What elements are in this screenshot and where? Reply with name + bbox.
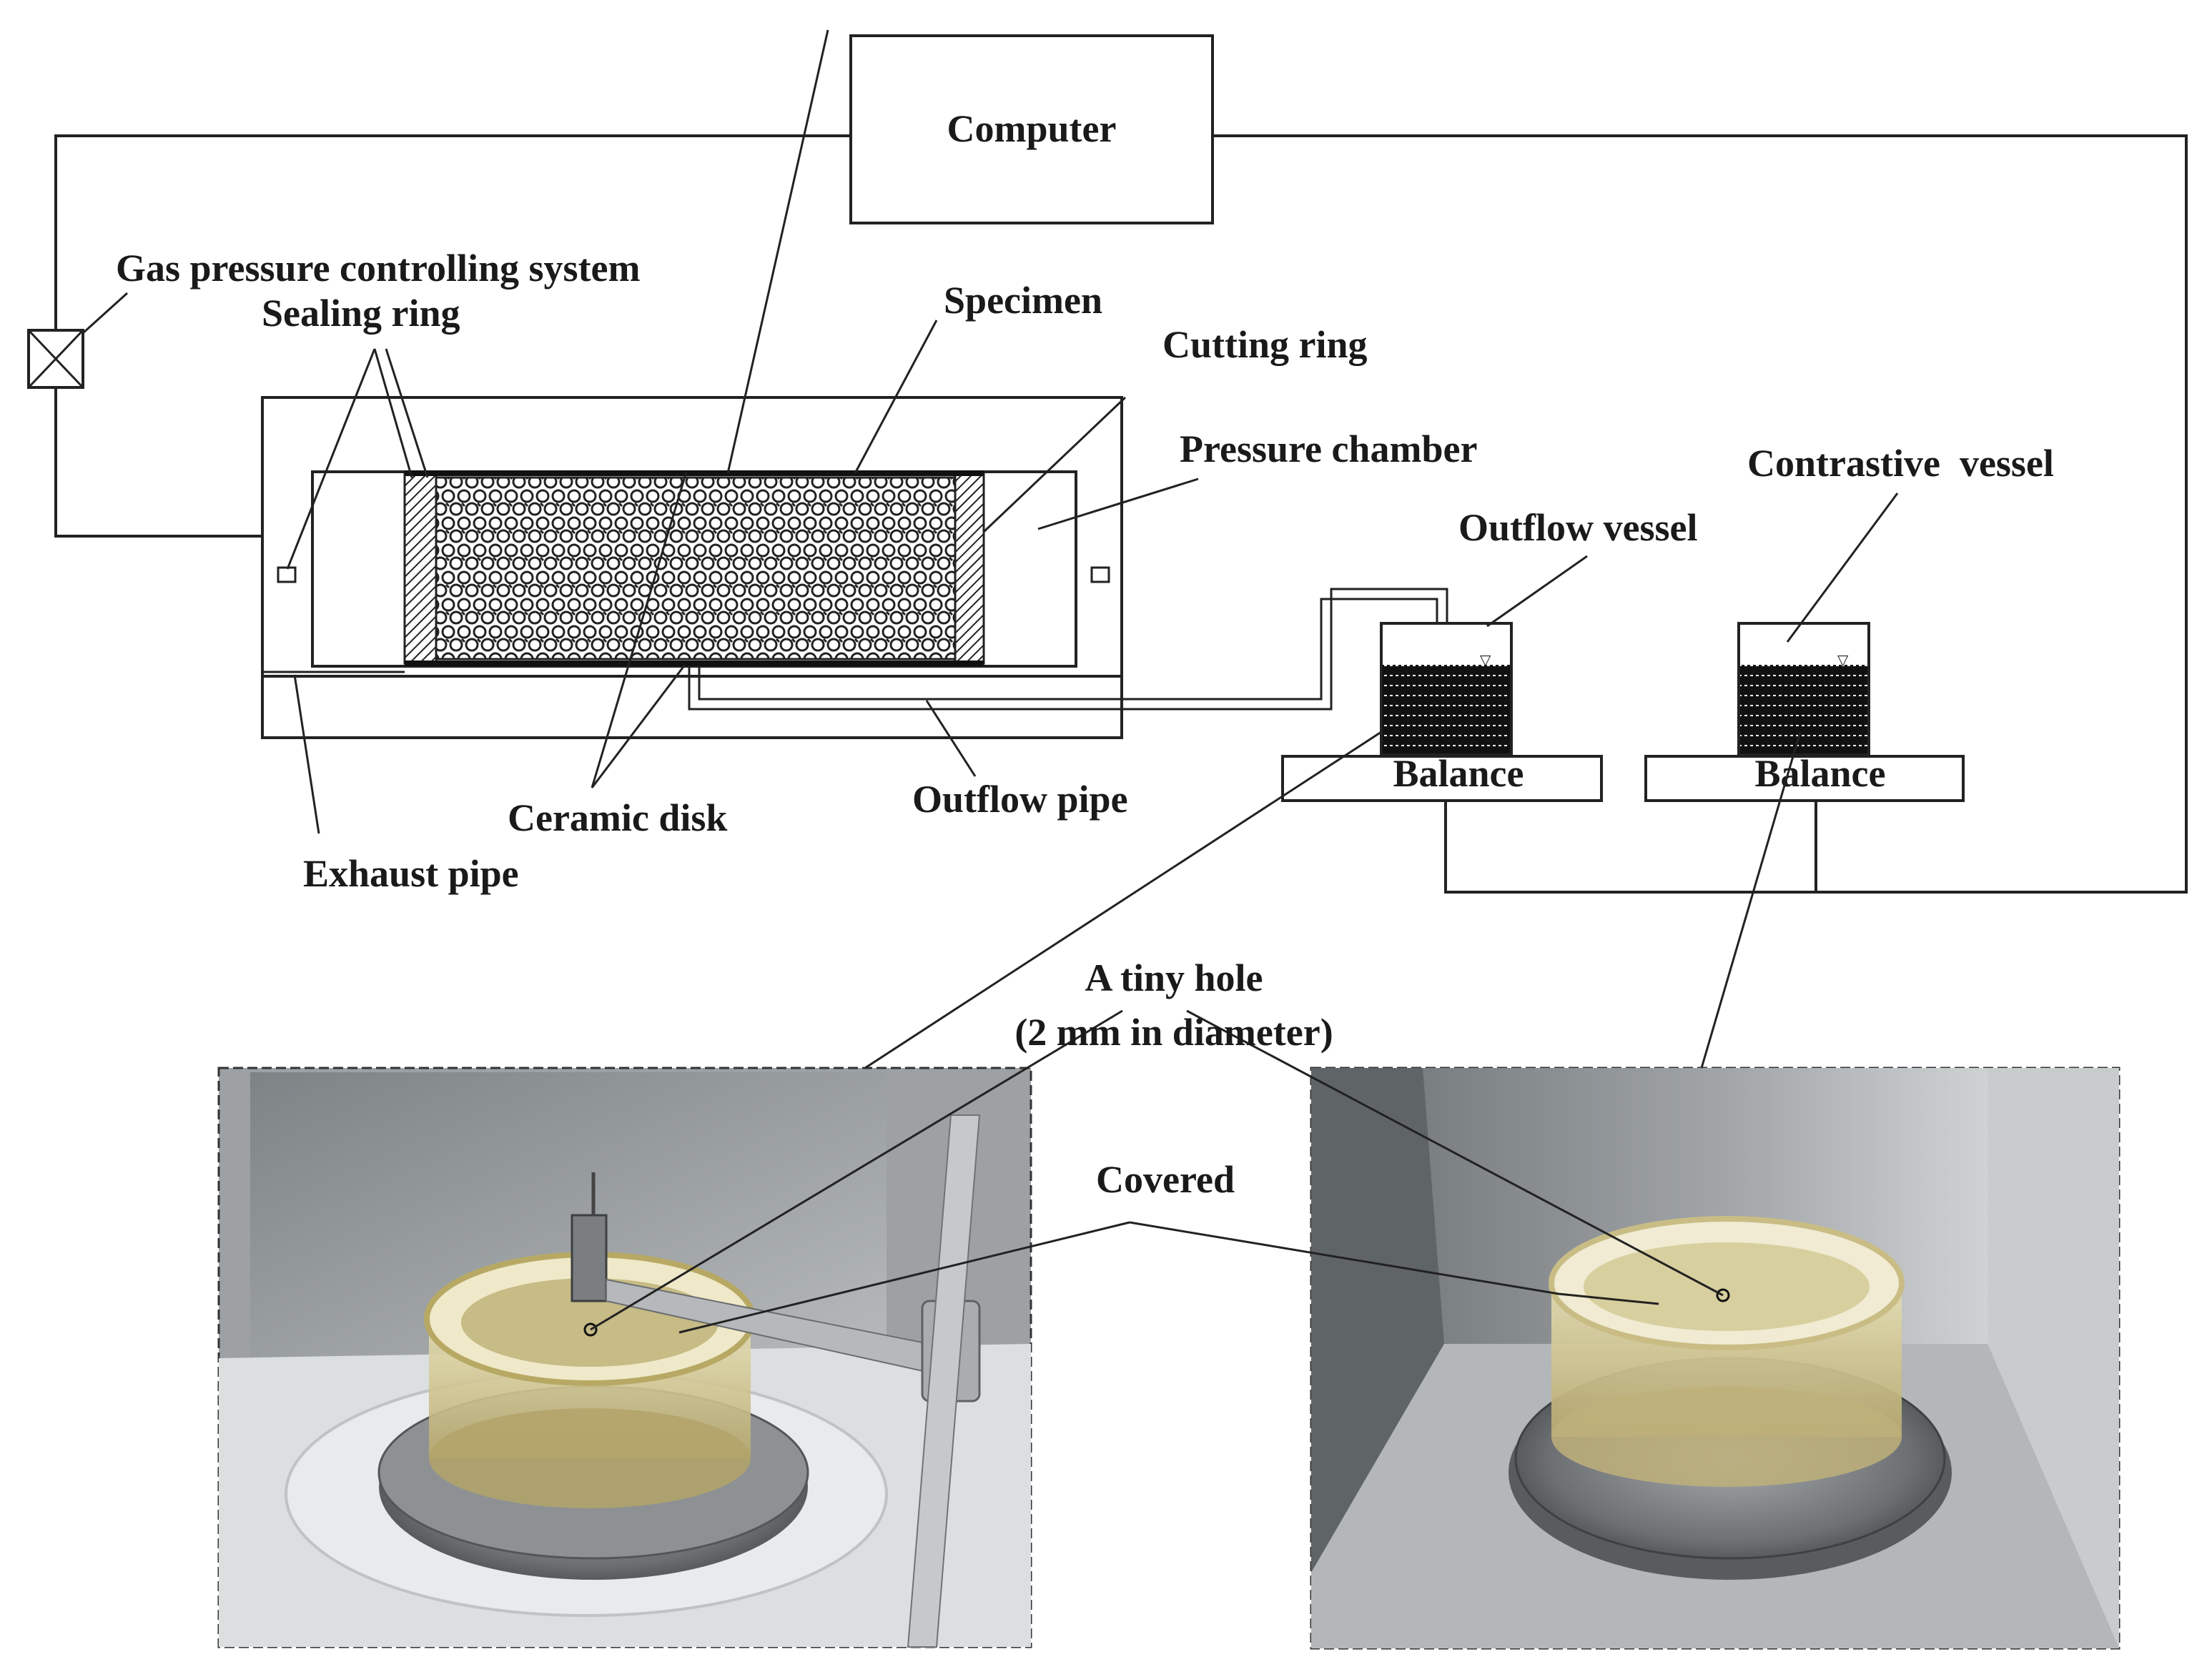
gas-system-label: Gas pressure controlling system [116, 247, 641, 290]
sealing-ring-right [1090, 566, 1110, 583]
specimen [435, 476, 957, 661]
photo-outflow-vessel [217, 1067, 1032, 1648]
gas-valve-icon [27, 329, 84, 389]
leader-covered-right [1129, 1221, 1659, 1305]
cutting-ring-right [954, 472, 985, 665]
ceramic-disk-label: Ceramic disk [508, 796, 727, 839]
exhaust-pipe-label: Exhaust pipe [303, 852, 519, 895]
leader-photo-right [1700, 731, 1802, 1069]
photo-contrastive-vessel [1310, 1067, 2120, 1650]
leader-pressure-chamber [1037, 478, 1199, 530]
computer-box [849, 34, 1214, 224]
gas-line-to-chamber [54, 387, 355, 538]
outflow-pipe-inner [698, 598, 1438, 701]
leader-outflow-vessel [1486, 555, 1588, 628]
leader-long-top [726, 29, 829, 474]
right-signal-wire [1213, 134, 2188, 894]
leader-sealing-left [286, 348, 376, 570]
computer-label: Computer [947, 107, 1117, 150]
leader-ceramic-2 [591, 664, 686, 788]
specimen-label: Specimen [944, 279, 1102, 322]
leader-outflow-pipe [925, 700, 977, 777]
balance-right-label: Balance [1755, 752, 1886, 795]
leader-sealing-right-2 [385, 348, 429, 478]
covered-label: Covered [1096, 1158, 1235, 1201]
leader-hole-right [1186, 1009, 1724, 1297]
tiny-hole-label-line2: (2 mm in diameter) [1014, 1011, 1333, 1054]
water-level-marker-2: ▽ [1837, 651, 1849, 668]
outflow-vessel-label: Outflow vessel [1458, 506, 1697, 549]
balance-left-label: Balance [1393, 752, 1524, 795]
cutting-ring-label: Cutting ring [1162, 323, 1368, 366]
leader-specimen [854, 320, 938, 474]
outflow-pipe-outer [688, 588, 1448, 711]
left-signal-wire [54, 134, 851, 330]
balance-left-body [1281, 755, 1603, 802]
leader-ceramic-1 [591, 471, 688, 788]
leader-cutting-ring [982, 396, 1127, 533]
contrastive-vessel-water [1740, 665, 1867, 753]
tiny-hole-label-line1: A tiny hole [1085, 956, 1263, 999]
water-level-marker: ▽ [1480, 651, 1491, 668]
leader-covered-left [678, 1221, 1130, 1334]
sealing-ring-label: Sealing ring [262, 292, 460, 335]
leader-gas-system [82, 292, 129, 335]
contrastive-vessel-label: Contrastive vessel [1747, 442, 2054, 485]
cutting-ring-left [403, 472, 438, 665]
sealing-ring-left [277, 566, 297, 583]
outflow-pipe-label: Outflow pipe [912, 778, 1128, 821]
leader-photo-left [864, 731, 1382, 1069]
outflow-vessel-water [1383, 665, 1510, 753]
balance-right-body [1644, 755, 1965, 802]
leader-contrastive-vessel [1786, 493, 1899, 643]
leader-exhaust-pipe [293, 674, 320, 834]
leader-sealing-right-1 [373, 348, 413, 478]
pressure-chamber-label: Pressure chamber [1180, 427, 1477, 470]
leader-hole-left [590, 1009, 1123, 1331]
